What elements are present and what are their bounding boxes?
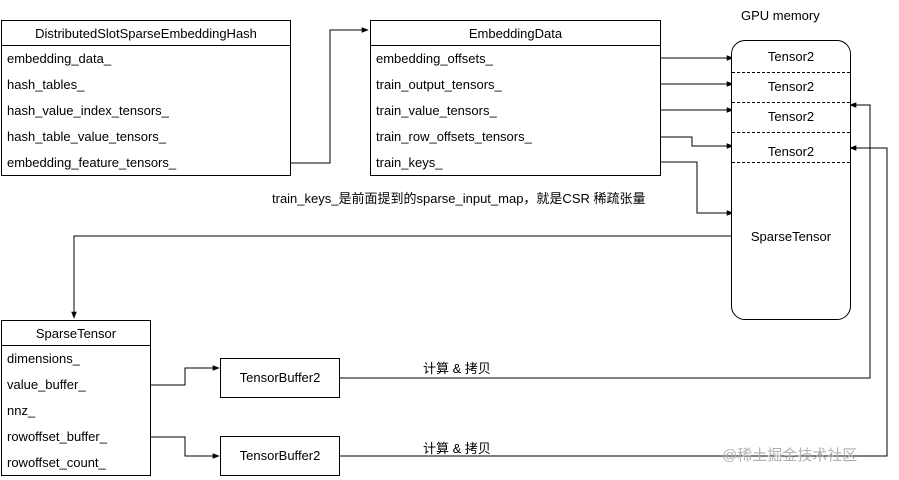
gpu-tensor: Tensor2	[767, 79, 815, 94]
gpu-tensor: Tensor2	[767, 49, 815, 64]
tensor-buffer-box: TensorBuffer2	[220, 436, 340, 476]
hash-field: hash_table_value_tensors_	[7, 129, 167, 144]
embedding-field: train_keys_	[376, 155, 443, 170]
hash-class-box: DistributedSlotSparseEmbeddingHash embed…	[1, 20, 291, 176]
compute-copy-label: 计算 & 拷贝	[423, 361, 491, 376]
train-keys-note: train_keys_是前面提到的sparse_input_map，就是CSR …	[272, 191, 646, 206]
gpu-sparse-tensor: SparseTensor	[732, 227, 850, 247]
sparse-field: value_buffer_	[7, 377, 86, 392]
hash-class-title: DistributedSlotSparseEmbeddingHash	[2, 21, 290, 46]
sparse-field: dimensions_	[7, 351, 80, 366]
sparse-field: rowoffset_buffer_	[7, 429, 107, 444]
watermark: @稀土掘金技术社区	[722, 447, 858, 464]
valuebuffer-to-tensorbuffer-arrow	[151, 365, 220, 386]
hash-to-embedding-arrow	[290, 27, 369, 164]
embedding-field: embedding_offsets_	[376, 51, 493, 66]
rowoffsets-to-tensor-arrow	[660, 136, 734, 149]
embedding-field: train_output_tensors_	[376, 77, 502, 92]
compute-copy-label: 计算 & 拷贝	[423, 441, 491, 456]
embedding-field: train_row_offsets_tensors_	[376, 129, 532, 144]
trainkeys-to-sparse-arrow	[660, 161, 734, 216]
rowoffsetbuffer-to-tensorbuffer-arrow	[151, 436, 220, 459]
gpu-memory-label: GPU memory	[741, 8, 820, 23]
tensorbuffer2-to-gpu-arrow	[340, 145, 888, 457]
embedding-data-title: EmbeddingData	[371, 21, 660, 46]
tensorbuffer1-to-gpu-arrow	[340, 102, 871, 379]
sparse-tensor-box: SparseTensor dimensions_ value_buffer_ n…	[1, 320, 151, 476]
gpu-memory-block: Tensor2 Tensor2 Tensor2 Tensor2 SparseTe…	[731, 40, 852, 320]
gpu-tensor: Tensor2	[767, 109, 815, 124]
tensor-buffer-box: TensorBuffer2	[220, 358, 340, 398]
sparse-field: rowoffset_count_	[7, 455, 106, 470]
hash-field: embedding_feature_tensors_	[7, 155, 177, 170]
sparse-tensor-title: SparseTensor	[2, 321, 150, 346]
hash-field: hash_tables_	[7, 77, 85, 92]
gpu-dividers	[732, 72, 852, 163]
hash-field: embedding_data_	[7, 51, 112, 66]
gpu-sparse-to-sparsetensor-arrow	[71, 235, 747, 319]
embedding-field: train_value_tensors_	[376, 103, 497, 118]
sparse-field: nnz_	[7, 403, 36, 418]
gpu-tensor: Tensor2	[767, 144, 815, 159]
embedding-data-box: EmbeddingData embedding_offsets_ train_o…	[370, 20, 661, 176]
hash-field: hash_value_index_tensors_	[7, 103, 169, 118]
